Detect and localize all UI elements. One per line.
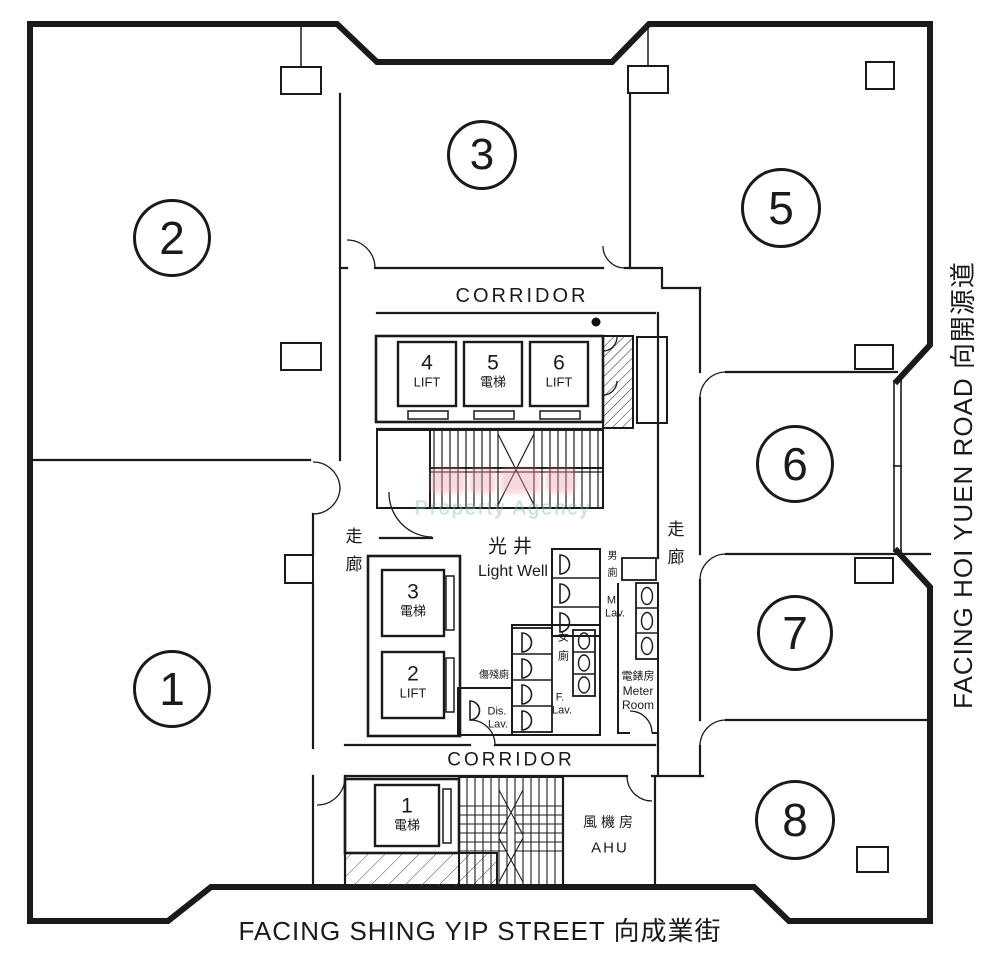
- corridor-label-top: CORRIDOR: [455, 285, 589, 307]
- female-lav-abbr1: F.: [555, 691, 565, 704]
- street-label-bottom: FACING SHING YIP STREET 向成業街: [238, 916, 722, 946]
- lift3-label: 電梯: [399, 603, 427, 619]
- lift1-label: 電梯: [393, 817, 421, 833]
- street-label-right: FACING HOI YUEN ROAD 向開源道: [948, 261, 978, 709]
- meter-room-en1: Meter: [622, 684, 654, 698]
- ahu-room-cn: 風機房: [583, 814, 637, 830]
- unit-number: 5: [768, 182, 794, 234]
- lift-bank-west: [366, 554, 462, 738]
- bay-window: [893, 380, 902, 552]
- unit-circle-7: 7: [757, 595, 833, 671]
- lift4-number: 4: [421, 351, 433, 375]
- lobby-hatch: [344, 852, 498, 888]
- door-arcs: [312, 239, 727, 806]
- unit-number: 8: [782, 794, 808, 846]
- disabled-lavatory: [457, 687, 513, 736]
- lift2-number: 2: [407, 662, 419, 686]
- disabled-lav-cn: 傷殘廁: [479, 670, 509, 681]
- lift2-label: LIFT: [399, 685, 427, 701]
- male-lav-cn: 男廁: [605, 550, 616, 584]
- unit-circle-1: 1: [133, 650, 211, 728]
- outer-walls: [27, 21, 933, 924]
- structural-columns: [280, 27, 895, 873]
- unit-circle-6: 6: [756, 425, 834, 503]
- meter-room: [617, 583, 659, 734]
- unit-number: 7: [782, 607, 808, 659]
- female-lav-cn: 女廁: [556, 631, 569, 669]
- lift5-number: 5: [487, 351, 499, 375]
- meter-room-cn: 電錶房: [621, 670, 655, 683]
- lift6-label: LIFT: [545, 374, 573, 390]
- staircase-upper: [376, 429, 604, 509]
- ahu-room-en: AHU: [591, 839, 629, 857]
- staircase-lower: [458, 776, 564, 888]
- partition-walls: [28, 91, 932, 889]
- unit-circle-8: 8: [755, 780, 835, 860]
- light-well-en: Light Well: [478, 563, 548, 580]
- unit-number: 3: [469, 130, 495, 179]
- plan-dot: [591, 317, 601, 327]
- unit-number: 1: [159, 663, 185, 715]
- unit-circle-2: 2: [133, 199, 211, 277]
- corridor-cn-left: 走廊: [342, 527, 362, 583]
- male-lav-abbr2: Lav.: [605, 607, 625, 620]
- lift6-number: 6: [553, 351, 565, 375]
- lift1-number: 1: [401, 794, 413, 818]
- unit-number: 2: [159, 212, 185, 264]
- unit-number: 6: [782, 438, 808, 490]
- meter-room-en2: Room: [621, 698, 655, 712]
- unit-circle-3: 3: [447, 120, 517, 190]
- lift4-label: LIFT: [413, 374, 441, 390]
- female-lavatory: [511, 624, 601, 736]
- light-well-cn: 光井: [487, 536, 539, 558]
- disabled-lav-abbr1: Dis.: [487, 705, 507, 718]
- disabled-lav-abbr2: Lav.: [488, 718, 508, 731]
- lift5-label: 電梯: [479, 374, 507, 390]
- male-lav-abbr1: M.: [606, 594, 620, 607]
- lift3-number: 3: [407, 580, 419, 604]
- service-duct: [602, 335, 668, 429]
- female-lav-abbr2: Lav.: [552, 704, 572, 717]
- male-lavatory: [551, 548, 659, 660]
- unit-circle-5: 5: [741, 168, 821, 248]
- corridor-label-bottom: CORRIDOR: [447, 749, 575, 771]
- corridor-cn-right: 走廊: [664, 520, 684, 576]
